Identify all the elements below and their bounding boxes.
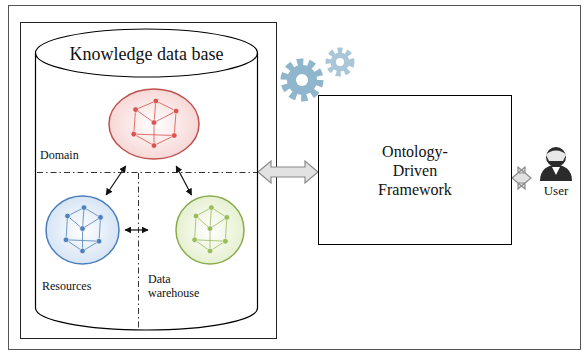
node-label: Data warehouse [148,272,210,300]
hollow-arrow [512,167,531,189]
hollow-arrow [258,161,318,183]
cylinder-store: Knowledge data baseDomainResources Data w… [35,28,258,332]
node-label: Domain [40,148,120,162]
divider-line [138,173,139,329]
outer-frame [9,6,581,350]
node-label: User [531,183,581,199]
arrow-line [176,166,191,195]
arrow-line [106,166,126,195]
region-box: Data warehouse [148,195,250,303]
node-label: Resources [42,279,122,293]
process-box: Ontology-Driven Framework [318,95,512,245]
arrow-line [125,229,148,230]
inner-frame [21,23,277,339]
node-label: Ontology-Driven Framework [367,142,463,199]
node-label: Knowledge data base [35,43,258,65]
region-box: Resources [42,195,125,295]
gear-icon [285,51,351,97]
actor-box: User [531,145,581,205]
divider-line [37,172,257,173]
region-box: Domain [40,88,205,166]
